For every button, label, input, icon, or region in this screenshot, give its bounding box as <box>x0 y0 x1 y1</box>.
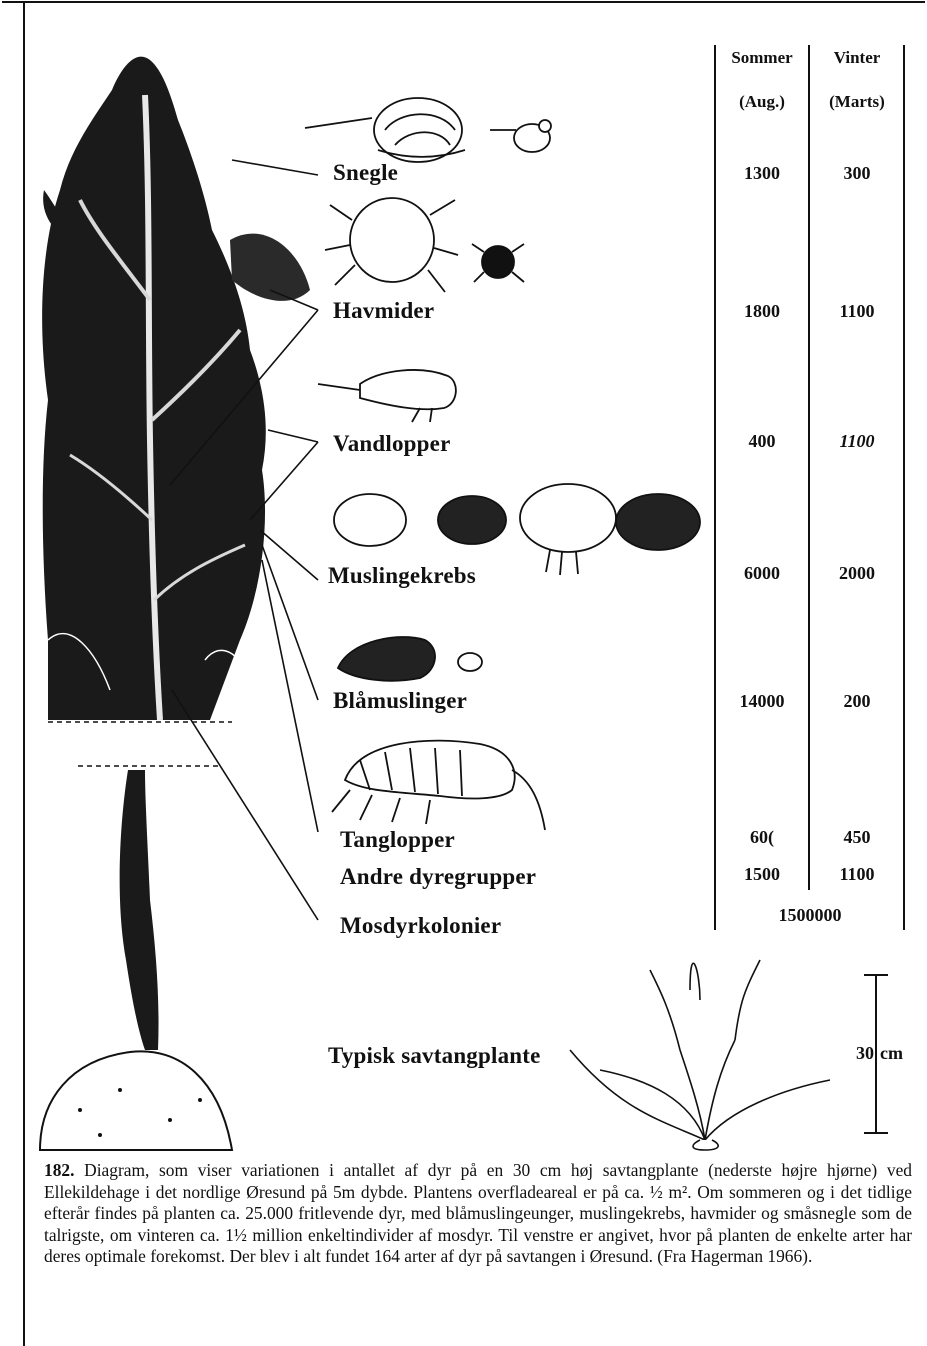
summer-muslingekrebs: 6000 <box>716 563 808 584</box>
cut-marks <box>48 722 232 766</box>
summer-snegle: 1300 <box>716 163 808 184</box>
figure-caption: 182. Diagram, som viser variationen i an… <box>44 1160 912 1268</box>
scale-unit: cm <box>880 1043 914 1064</box>
winter-snegle: 300 <box>810 163 904 184</box>
header-summer-month: (Aug.) <box>716 92 808 112</box>
amphipod-icon <box>332 741 545 830</box>
animal-drawings <box>305 98 700 830</box>
caption-text: Diagram, som viser variationen i antalle… <box>44 1160 912 1266</box>
mussel-icon <box>338 637 482 681</box>
winter-muslingekrebs: 2000 <box>810 563 904 584</box>
snail-small-icon <box>490 120 551 152</box>
header-summer: Sommer <box>716 48 808 68</box>
row-label-snegle: Snegle <box>333 160 398 186</box>
copepod-icon <box>318 370 456 422</box>
row-label-muslingekrebs: Muslingekrebs <box>328 563 476 589</box>
scale-value: 30 <box>846 1043 874 1064</box>
seaweed-plant <box>40 57 310 1150</box>
mite-icon <box>325 198 458 292</box>
summer-vandlopper: 400 <box>716 431 808 452</box>
inset-label: Typisk savtangplante <box>328 1043 541 1069</box>
winter-vandlopper: 1100 <box>810 431 904 452</box>
mite-small-icon <box>472 244 524 282</box>
row-label-blamuslinger: Blåmuslinger <box>333 688 467 714</box>
snail-icon <box>305 98 465 162</box>
row-label-vandlopper: Vandlopper <box>333 431 450 457</box>
row-label-mosdyr: Mosdyrkolonier <box>340 913 501 939</box>
inset-plant-drawing <box>570 960 830 1150</box>
row-label-andre: Andre dyregrupper <box>340 864 536 890</box>
combined-mosdyr: 1500000 <box>716 905 904 926</box>
summer-havmider: 1800 <box>716 301 808 322</box>
summer-blamuslinger: 14000 <box>716 691 808 712</box>
winter-tanglopper: 450 <box>810 827 904 848</box>
header-winter-month: (Marts) <box>810 92 904 112</box>
winter-blamuslinger: 200 <box>810 691 904 712</box>
winter-havmider: 1100 <box>810 301 904 322</box>
summer-andre: 1500 <box>716 864 808 885</box>
winter-andre: 1100 <box>810 864 904 885</box>
row-label-tanglopper: Tanglopper <box>340 827 455 853</box>
ostracod-icon <box>334 484 700 575</box>
summer-tanglopper: 60( <box>716 827 808 848</box>
caption-number: 182. <box>44 1160 74 1180</box>
header-winter: Vinter <box>810 48 904 68</box>
row-label-havmider: Havmider <box>333 298 434 324</box>
